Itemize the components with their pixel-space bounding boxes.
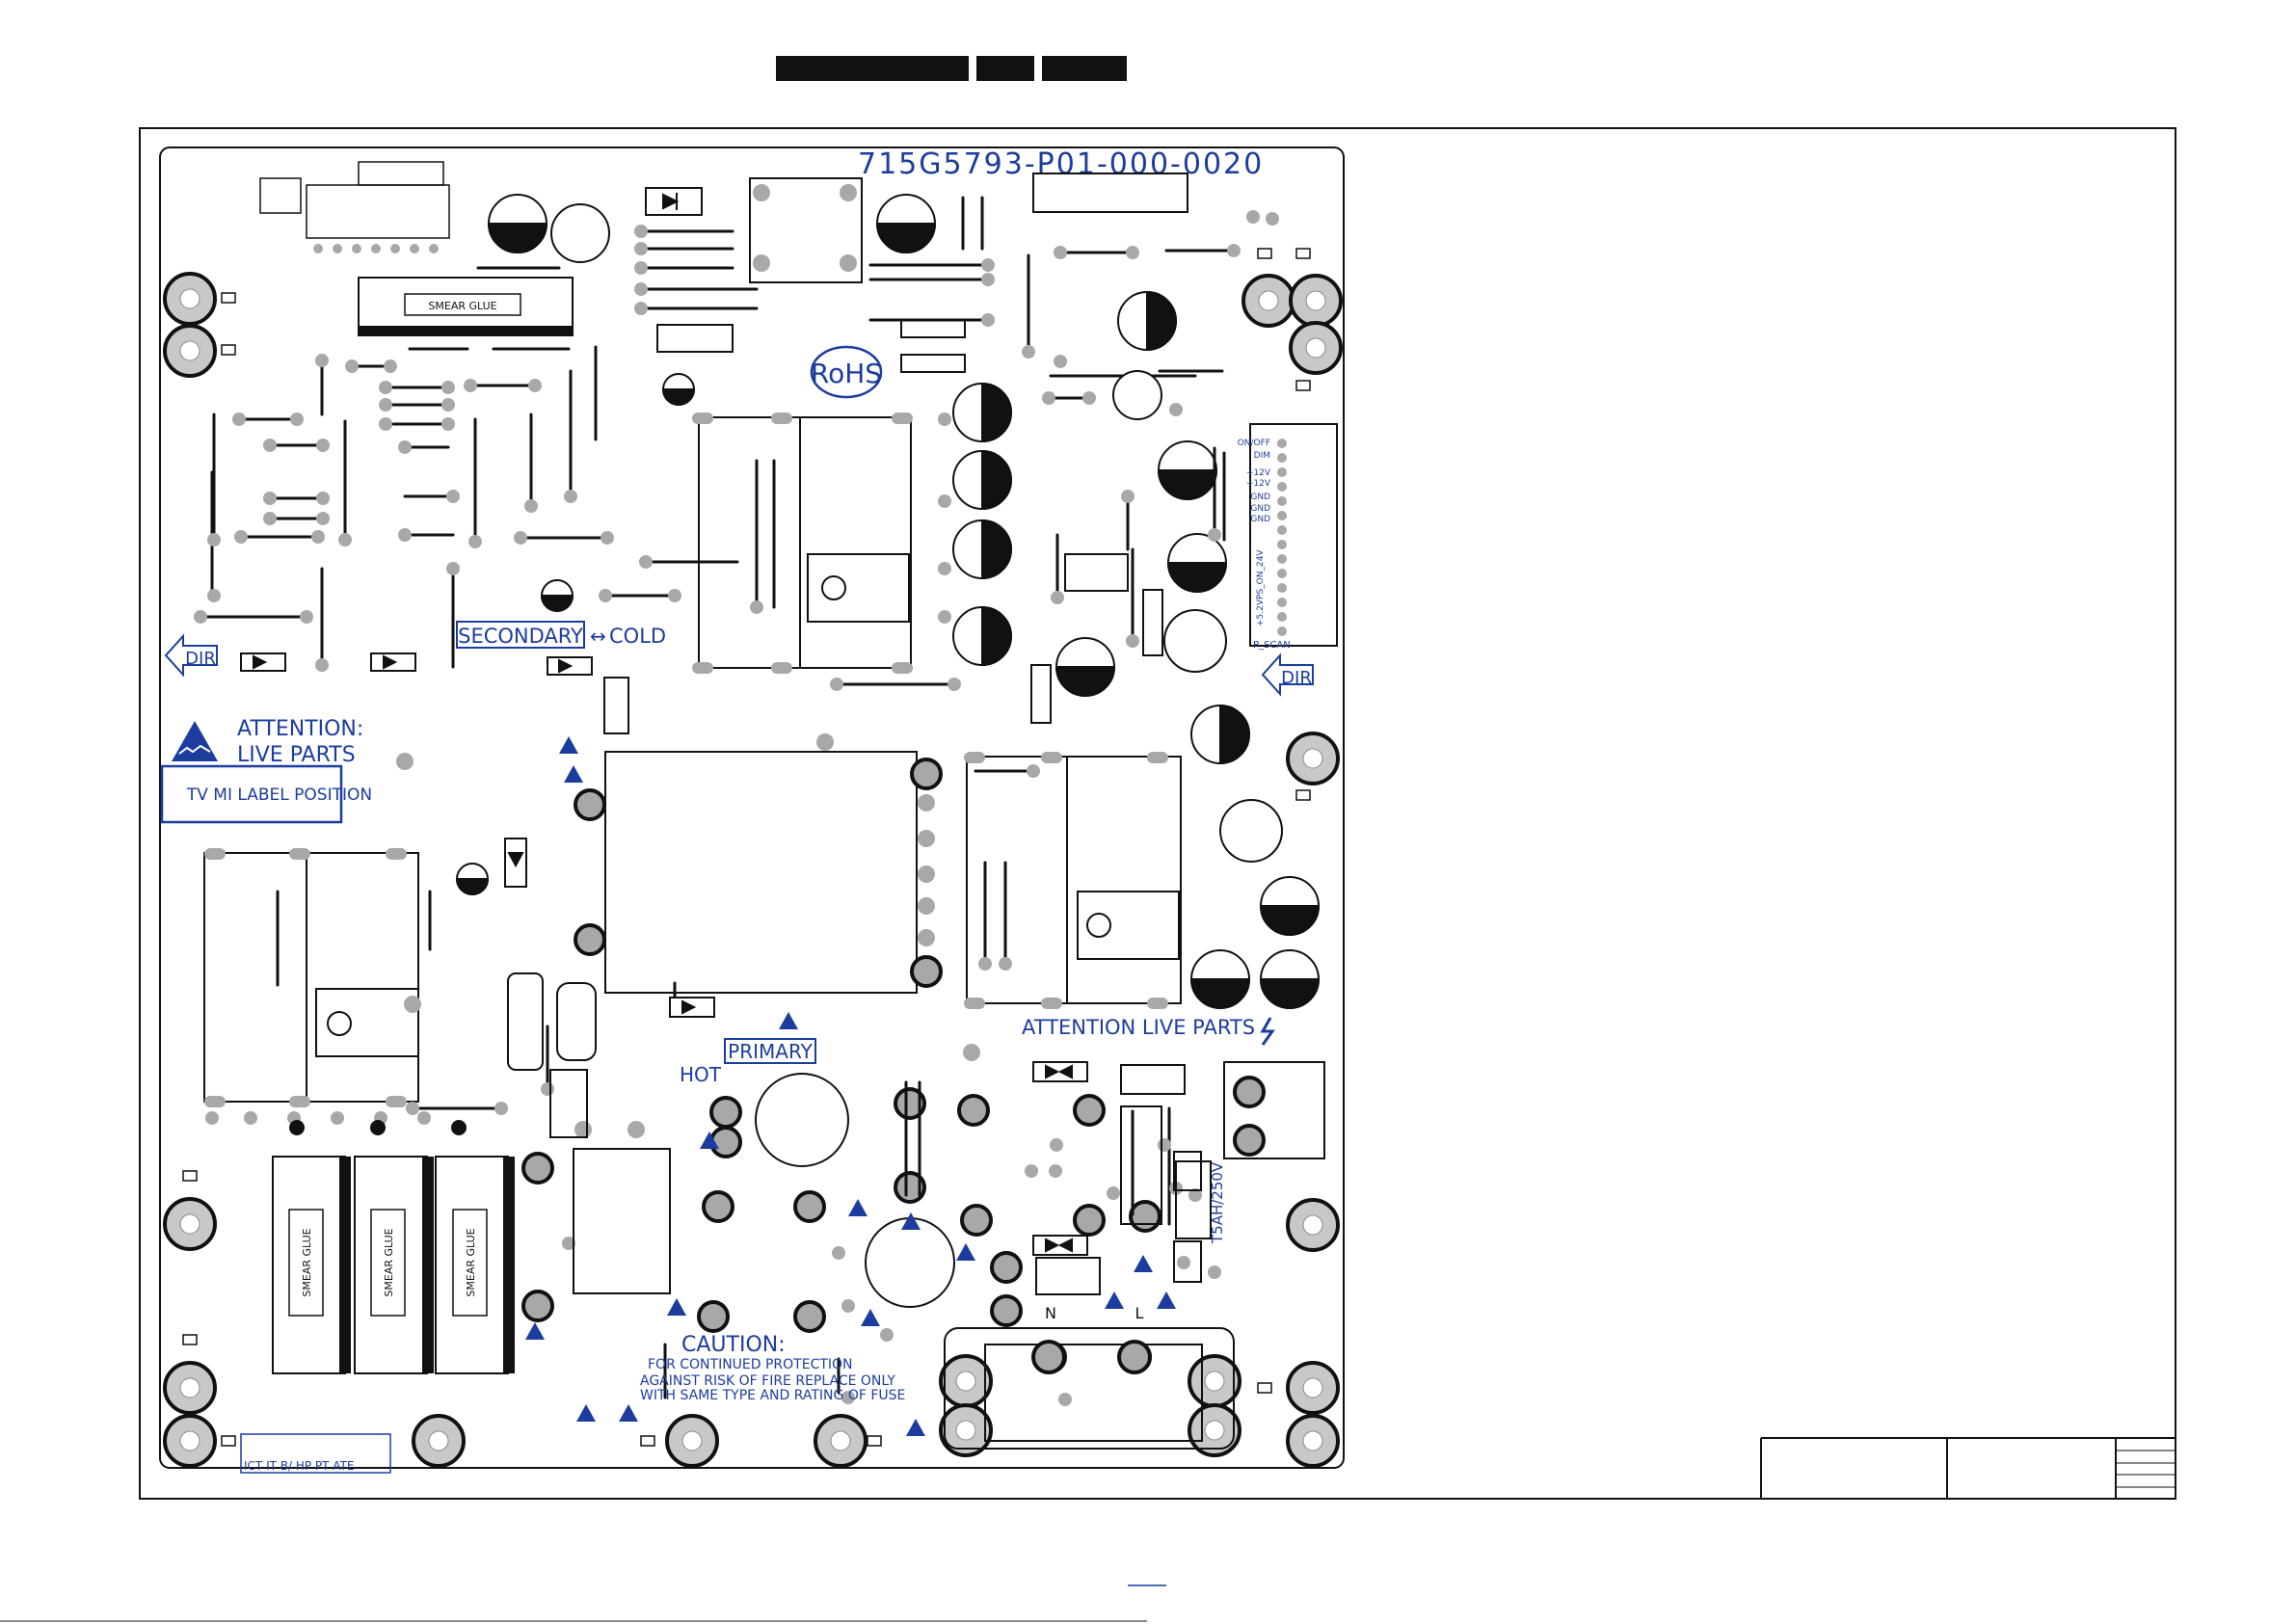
- smear-glue-label: SMEAR GLUE: [383, 1228, 395, 1296]
- dir-right-label: DIR: [1281, 668, 1312, 688]
- pin-label: GND: [1250, 515, 1270, 524]
- tv-label-text: TV MI LABEL POSITION: [186, 785, 372, 805]
- pin-label: ON/OFF: [1238, 439, 1270, 448]
- tv-label-box: [160, 764, 343, 824]
- primary-box: [724, 1038, 816, 1064]
- p-scan-label: P_SCAN: [1253, 640, 1291, 651]
- ict-label: ICT IT B/ HP PT ATE: [244, 1459, 354, 1473]
- pin-label: +12V: [1246, 468, 1271, 478]
- rohs-mark: RoHS: [811, 358, 882, 389]
- pin-label: GND: [1250, 493, 1270, 502]
- live-parts-label: LIVE PARTS: [237, 743, 356, 767]
- pin-label: +5.2VPS_ON_24V: [1256, 549, 1266, 626]
- header-bar-2: [976, 56, 1034, 81]
- primary-label: PRIMARY: [728, 1040, 813, 1063]
- ict-label-box: [240, 1433, 391, 1474]
- header-bar-1: [776, 56, 969, 81]
- dir-arrow-left: DIR: [164, 633, 218, 678]
- neutral-label: N: [1045, 1304, 1056, 1322]
- fuse-pads: [1031, 1340, 1152, 1374]
- dir-arrow-right: DIR: [1261, 652, 1314, 697]
- caution-title: CAUTION:: [681, 1333, 786, 1357]
- pcb-outline: [159, 146, 1345, 1469]
- smear-glue-label: SMEAR GLUE: [428, 300, 496, 312]
- warning-triangle-icon: [172, 721, 218, 761]
- attention-label: ATTENTION:: [237, 717, 363, 741]
- transformer-blocks: [203, 177, 1182, 1103]
- live-label: L: [1135, 1304, 1144, 1322]
- title-block: [1760, 1437, 2176, 1499]
- smear-glue-label: SMEAR GLUE: [301, 1228, 313, 1296]
- connector-pads: [313, 244, 439, 253]
- outer-frame: [139, 127, 2176, 1500]
- pin-label: +12V: [1246, 479, 1271, 489]
- warning-triangles: [525, 736, 1176, 1436]
- pin-label: DIM: [1254, 451, 1270, 461]
- connector-cn1: [259, 161, 450, 239]
- electrolytic-capacitors: [455, 194, 1321, 1009]
- screw-icons: [182, 248, 1311, 1447]
- connector-right-pins: [1277, 439, 1287, 636]
- inductors: [550, 203, 1283, 1308]
- bulk-capacitors: [272, 1156, 515, 1374]
- diodes: [240, 187, 1088, 1256]
- secondary-label: SECONDARY: [458, 625, 583, 648]
- header-bar-3: [1042, 56, 1127, 81]
- connector-pin-labels: ON/OFF DIM +12V +12V GND GND GND: [1238, 439, 1271, 524]
- dir-left-label: DIR: [185, 649, 216, 669]
- arrow-symbol: ↔: [590, 625, 606, 648]
- cold-label: COLD: [609, 625, 666, 648]
- part-number: 715G5793-P01-000-0020: [858, 147, 1264, 181]
- pin-label: GND: [1250, 504, 1270, 514]
- secondary-box: [456, 621, 585, 649]
- small-components: [507, 173, 1338, 1295]
- hot-label: HOT: [680, 1063, 722, 1086]
- fuse-rating: T5AH/250V: [1209, 1161, 1226, 1244]
- caution-line-3: WITH SAME TYPE AND RATING OF FUSE: [640, 1388, 905, 1403]
- caution-line-2: AGAINST RISK OF FIRE REPLACE ONLY: [640, 1373, 895, 1389]
- rohs-mark-outline: [810, 345, 883, 399]
- fuse-holder: [944, 1327, 1235, 1450]
- caution-line-1: FOR CONTINUED PROTECTION: [648, 1357, 853, 1372]
- smear-glue-label: SMEAR GLUE: [465, 1228, 477, 1296]
- attention-live-parts-right: ATTENTION LIVE PARTS: [1022, 1016, 1255, 1039]
- lightning-icon: [1260, 1017, 1275, 1046]
- small-pads: [194, 210, 1279, 1406]
- pad-ovals: [204, 413, 1168, 1107]
